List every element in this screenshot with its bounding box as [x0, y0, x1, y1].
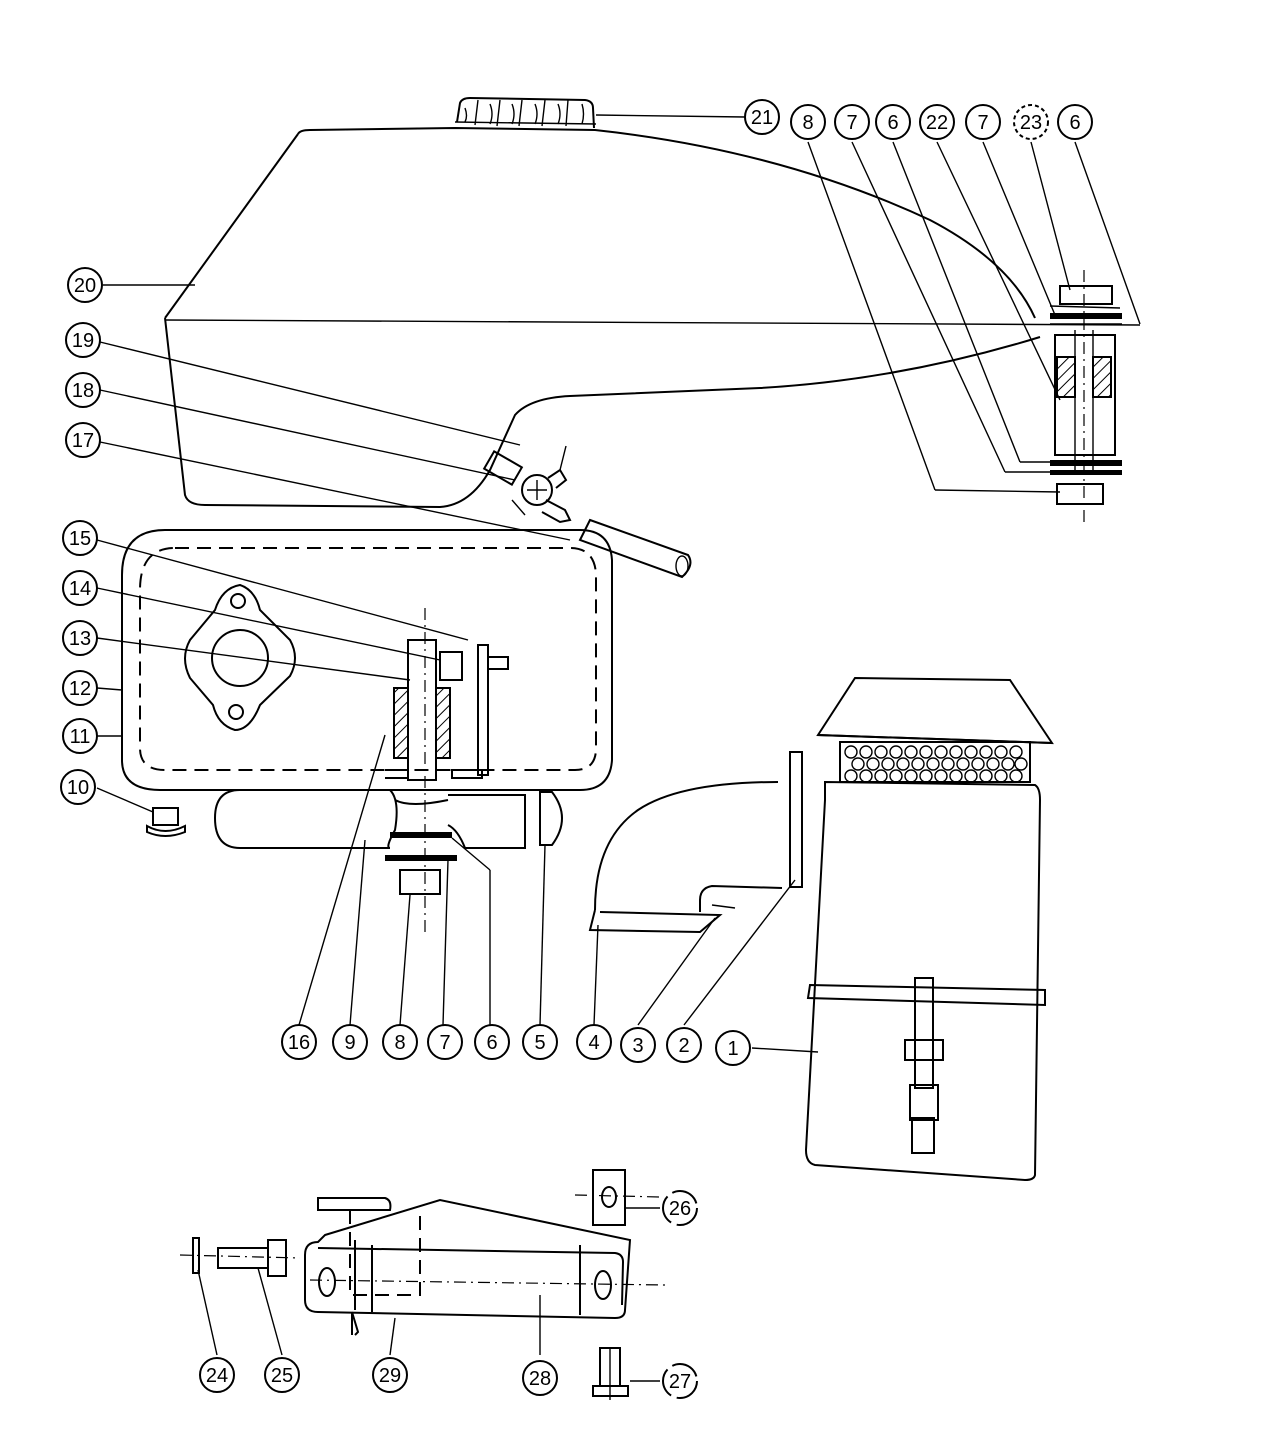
- label-1: 1: [727, 1038, 738, 1060]
- bolt-25: [179, 1239, 301, 1277]
- callout-25: 25: [264, 1357, 300, 1393]
- label-7a: 7: [439, 1032, 450, 1054]
- callout-22: 22: [919, 104, 955, 140]
- label-17: 17: [72, 430, 94, 452]
- label-24: 24: [206, 1365, 228, 1387]
- callout-11: 11: [62, 718, 98, 754]
- callout-29: 29: [372, 1357, 408, 1393]
- label-19: 19: [72, 330, 94, 352]
- label-13: 13: [69, 628, 91, 650]
- callout-4: 4: [576, 1024, 612, 1060]
- fuel-tap: [482, 445, 572, 524]
- callout-7a: 7: [427, 1024, 463, 1060]
- callout-26: 26: [662, 1190, 698, 1226]
- label-10: 10: [67, 777, 89, 799]
- label-6a: 6: [486, 1032, 497, 1054]
- label-7b: 7: [846, 112, 857, 134]
- callout-27: 27: [662, 1363, 698, 1399]
- label-26: 26: [669, 1198, 691, 1220]
- callout-6b: 6: [875, 104, 911, 140]
- callout-7b: 7: [834, 104, 870, 140]
- callout-5: 5: [522, 1024, 558, 1060]
- label-7c: 7: [977, 112, 988, 134]
- bracket-assembly: [304, 1197, 666, 1336]
- callout-8a: 8: [382, 1024, 418, 1060]
- washer-24: [192, 1237, 200, 1274]
- air-filter: [804, 676, 1054, 1182]
- label-3: 3: [632, 1035, 643, 1057]
- central-mount: [385, 608, 509, 935]
- label-6c: 6: [1069, 112, 1080, 134]
- label-27: 27: [669, 1371, 691, 1393]
- label-11: 11: [70, 726, 91, 748]
- leader-lines: [96, 114, 1141, 1382]
- label-2: 2: [678, 1035, 689, 1057]
- label-14: 14: [69, 578, 91, 600]
- callout-6a: 6: [474, 1024, 510, 1060]
- label-23: 23: [1020, 112, 1042, 134]
- label-9: 9: [344, 1032, 355, 1054]
- callout-2: 2: [666, 1027, 702, 1063]
- tank-frame: [121, 529, 613, 791]
- callout-18: 18: [65, 372, 101, 408]
- callout-23: 23: [1013, 104, 1049, 140]
- callout-10: 10: [60, 769, 96, 805]
- callout-21: 21: [744, 99, 780, 135]
- flange-plate: [184, 583, 296, 732]
- callout-19: 19: [65, 322, 101, 358]
- callout-6c: 6: [1057, 104, 1093, 140]
- callout-12: 12: [62, 670, 98, 706]
- label-8a: 8: [394, 1032, 405, 1054]
- callout-20: 20: [67, 267, 103, 303]
- callout-16: 16: [281, 1024, 317, 1060]
- label-12: 12: [69, 678, 91, 700]
- label-28: 28: [529, 1368, 551, 1390]
- rubber-buffer: [213, 789, 563, 895]
- tank-mount-bolt: [1049, 270, 1122, 525]
- label-6b: 6: [887, 112, 898, 134]
- label-25: 25: [271, 1365, 293, 1387]
- callout-13: 13: [62, 620, 98, 656]
- label-22: 22: [926, 112, 948, 134]
- callout-7c: 7: [965, 104, 1001, 140]
- callout-8b: 8: [790, 104, 826, 140]
- label-15: 15: [69, 528, 91, 550]
- callout-15: 15: [62, 520, 98, 556]
- label-20: 20: [74, 275, 96, 297]
- filler-cap: [454, 96, 597, 129]
- label-18: 18: [72, 380, 94, 402]
- fuel-tank: [164, 126, 1141, 509]
- rivet: [146, 807, 186, 837]
- label-5: 5: [534, 1032, 545, 1054]
- callout-3: 3: [620, 1027, 656, 1063]
- callout-1: 1: [715, 1030, 751, 1066]
- label-21: 21: [751, 107, 773, 129]
- callout-9: 9: [332, 1024, 368, 1060]
- label-29: 29: [379, 1365, 401, 1387]
- callout-17: 17: [65, 422, 101, 458]
- fuel-hose: [578, 518, 692, 579]
- screw-27: [592, 1347, 629, 1400]
- intake-elbow: [588, 751, 803, 934]
- clamp-block-26: [574, 1169, 661, 1226]
- callout-28: 28: [522, 1360, 558, 1396]
- label-16: 16: [288, 1032, 310, 1054]
- callout-24: 24: [199, 1357, 235, 1393]
- callout-14: 14: [62, 570, 98, 606]
- label-8b: 8: [802, 112, 813, 134]
- label-4: 4: [588, 1032, 599, 1054]
